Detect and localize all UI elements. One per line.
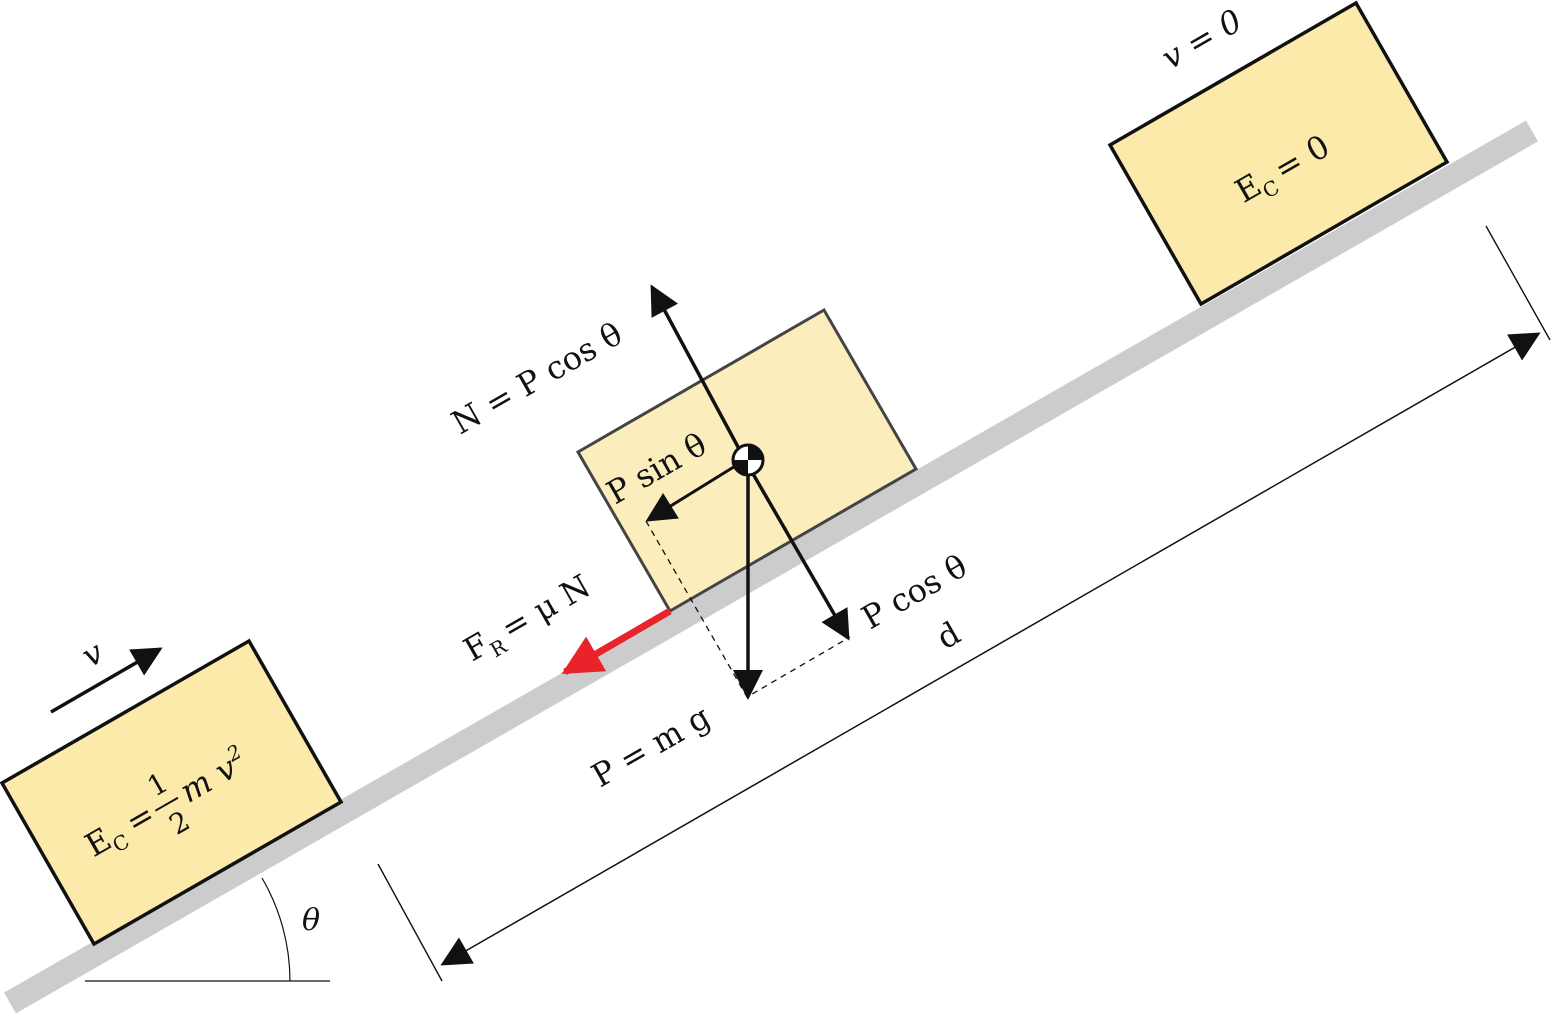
ec-start-fraction-bar bbox=[154, 796, 179, 812]
velocity-arrow bbox=[50, 647, 163, 714]
distance-dimension-line bbox=[440, 332, 1541, 966]
center-of-mass-icon bbox=[731, 443, 765, 477]
friction-value: = μ N bbox=[495, 567, 597, 648]
block-start bbox=[0, 638, 344, 947]
distance-tick-end bbox=[1485, 225, 1551, 341]
distance-tick-start bbox=[377, 863, 443, 982]
angle-arc bbox=[261, 877, 291, 982]
angle-label: θ bbox=[302, 903, 320, 938]
friction-force-label: FR= μ N bbox=[457, 567, 599, 674]
weight-label: P = m g bbox=[585, 698, 716, 795]
distance-label: d bbox=[930, 614, 967, 657]
block-end bbox=[1107, 0, 1450, 307]
velocity-start-label: v bbox=[75, 633, 110, 675]
normal-force-label: N = P cos θ bbox=[445, 315, 629, 442]
velocity-end-label: v = 0 bbox=[1155, 1, 1248, 77]
p-cos-label: P cos θ bbox=[855, 547, 973, 637]
ramp-surface bbox=[4, 120, 1538, 1014]
